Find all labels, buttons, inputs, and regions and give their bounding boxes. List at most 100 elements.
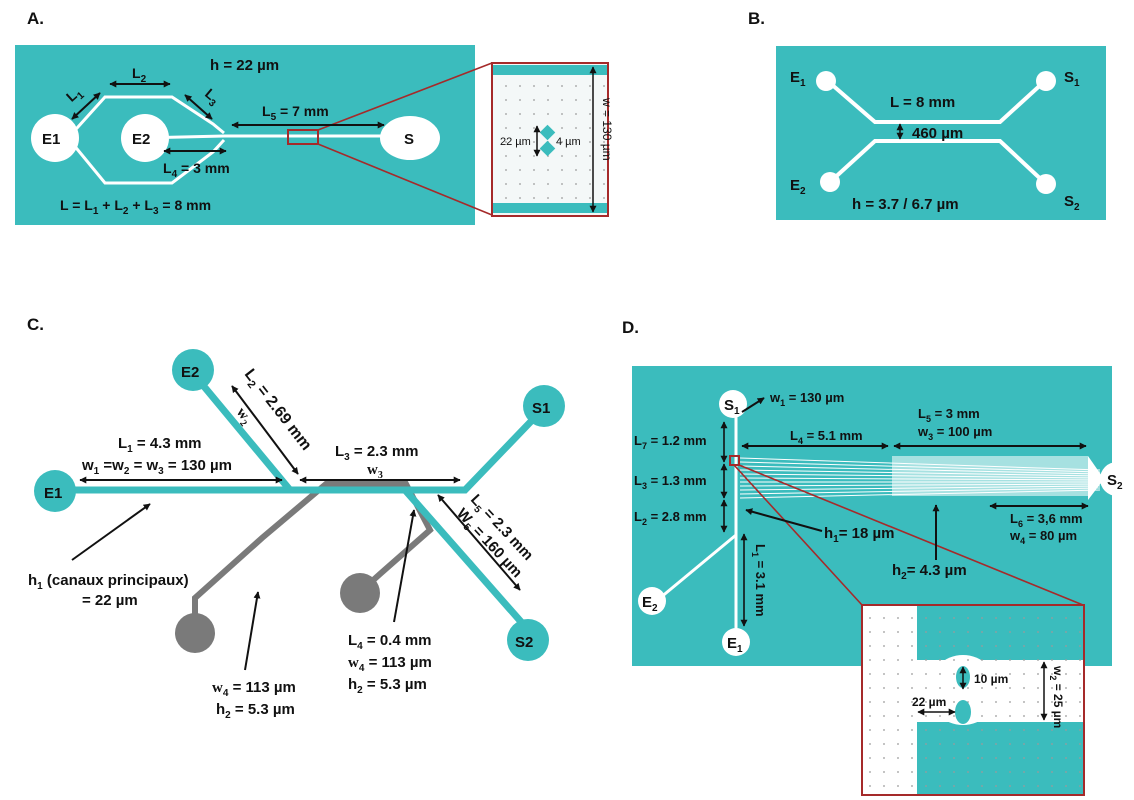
panel-d-w3-label: w3 = 100 µm bbox=[917, 424, 992, 442]
panel-d-reservoir-s1 bbox=[719, 390, 747, 418]
panel-a-zoom-line-bottom bbox=[317, 143, 493, 216]
panel-a-inset-w-label: w = 130 µm bbox=[600, 97, 614, 161]
panel-c-w4-right-label: w4 = 113 µm bbox=[348, 654, 432, 674]
panel-c-l1-label: L1 = 4.3 mm bbox=[118, 435, 202, 455]
panel-d-l5-label: L5 = 3 mm bbox=[918, 406, 980, 424]
panel-c-w123-label: w1 =w2 = w3 = 130 µm bbox=[81, 457, 232, 477]
panel-d-reservoir-s2 bbox=[1100, 462, 1134, 496]
panel-a-inset-bottom-wall bbox=[492, 203, 608, 213]
panel-b-s2-label: S2 bbox=[1064, 193, 1080, 213]
panel-d-inset-10-label: 10 µm bbox=[974, 672, 1008, 686]
panel-d-zoom-line-right bbox=[738, 464, 1084, 606]
panel-a-l5-label: L5 = 7 mm bbox=[262, 103, 329, 123]
panel-a-inset-frame bbox=[491, 62, 609, 217]
panel-d-l2-label: L2 = 2.8 mm bbox=[634, 509, 707, 527]
panel-a-zoom-line-top bbox=[317, 62, 493, 131]
panel-d: D. S1 S2 E2 E1 bbox=[622, 318, 1134, 796]
panel-c-l3-label: L3 = 2.3 mm bbox=[335, 443, 419, 463]
panel-a-e1-label: E1 bbox=[42, 131, 60, 148]
panel-d-h2-label: h2= 4.3 µm bbox=[892, 562, 967, 582]
panel-a-s-label: S bbox=[404, 131, 414, 148]
panel-a-reservoir-e2 bbox=[121, 114, 169, 162]
panel-a-reservoir-s bbox=[380, 116, 440, 160]
panel-c-reservoir-e1 bbox=[34, 470, 76, 512]
panel-d-reservoir-e2 bbox=[638, 587, 666, 615]
panel-b-label: B. bbox=[748, 9, 765, 28]
panel-b-length-label: L = 8 mm bbox=[890, 94, 955, 111]
panel-a-inset-pillar-bottom bbox=[539, 140, 556, 157]
panel-a-inset-dots bbox=[492, 63, 608, 216]
panel-d-inset-frame bbox=[861, 604, 1085, 796]
panel-b-channels bbox=[828, 78, 1048, 186]
panel-c-l4-label: L4 = 0.4 mm bbox=[348, 632, 432, 652]
panel-d-inset-pillar-bottom bbox=[955, 700, 971, 724]
panel-c-arrow-l5 bbox=[437, 494, 521, 591]
panel-a: A. h = 22 µm L1 L2 L3 L5 = 7 mm L4 = 3 m… bbox=[15, 9, 614, 225]
panel-c-reservoir-e2 bbox=[172, 349, 214, 391]
panel-c-s1-label: S1 bbox=[532, 400, 550, 417]
panel-b-height-label: h = 3.7 / 6.7 µm bbox=[852, 196, 959, 213]
panel-a-arrow-l1 bbox=[71, 92, 101, 120]
panel-b-reservoir-s1 bbox=[1036, 71, 1056, 91]
panel-a-inset-top-wall bbox=[492, 65, 608, 75]
panel-b: B. E1 S1 E2 S2 L = 8 mm 460 µm h = 3.7 /… bbox=[748, 9, 1106, 220]
panel-a-reservoir-e1 bbox=[31, 114, 79, 162]
panel-b-s1-label: S1 bbox=[1064, 69, 1080, 89]
panel-d-e1-label: E1 bbox=[727, 635, 743, 655]
panel-c-e2-label: E2 bbox=[181, 364, 199, 381]
panel-d-label: D. bbox=[622, 318, 639, 337]
panel-c-h1-value: = 22 µm bbox=[82, 592, 138, 609]
panel-d-arrow-w1 bbox=[741, 397, 765, 413]
panel-d-inset-22-label: 22 µm bbox=[912, 695, 946, 709]
panel-d-inset-dots bbox=[862, 605, 1084, 795]
panel-c-grey-pad-left bbox=[175, 613, 215, 653]
panel-b-e2-label: E2 bbox=[790, 177, 806, 197]
panel-d-l1-label: L1 = 3.1 mm bbox=[750, 544, 768, 617]
panel-c-h2-right-label: h2 = 5.3 µm bbox=[348, 676, 427, 696]
panel-d-channels bbox=[659, 415, 738, 630]
panel-b-e1-label: E1 bbox=[790, 69, 806, 89]
panel-c-s2-label: S2 bbox=[515, 634, 533, 651]
panel-d-outlet-taper bbox=[1088, 456, 1104, 500]
panel-d-l6-label: L6 = 3,6 mm bbox=[1010, 511, 1083, 529]
panel-d-l4-label: L4 = 5.1 mm bbox=[790, 428, 863, 446]
panel-a-e2-label: E2 bbox=[132, 131, 150, 148]
panel-d-h1-label: h1= 18 µm bbox=[824, 525, 895, 545]
panel-d-arrow-h1 bbox=[745, 508, 823, 532]
panel-a-arrow-l3 bbox=[184, 94, 213, 120]
panel-c-arrow-h1 bbox=[71, 503, 151, 561]
panel-c-arrow-w4-right bbox=[393, 509, 417, 623]
panel-c-label: C. bbox=[27, 315, 44, 334]
panel-a-label: A. bbox=[27, 9, 44, 28]
panel-d-w4-label: w4 = 80 µm bbox=[1009, 528, 1077, 546]
panel-b-reservoir-e1 bbox=[816, 71, 836, 91]
panel-c-shallow-channels bbox=[192, 481, 434, 632]
panel-d-zoom-line-left bbox=[733, 464, 863, 606]
panel-c-w4-left-label: w4 = 113 µm bbox=[212, 679, 296, 699]
panel-a-l2-label: L2 bbox=[132, 65, 147, 85]
panel-c: C. E1 E2 S1 S2 L2 = 2.69 mm w2 L1 = 4.3 bbox=[27, 315, 565, 721]
panel-c-reservoir-s1 bbox=[523, 385, 565, 427]
panel-c-w3-label: w3 bbox=[367, 462, 383, 481]
panel-a-height-label: h = 22 µm bbox=[210, 57, 279, 74]
panel-b-reservoir-e2 bbox=[820, 172, 840, 192]
panel-d-s2-label: S2 bbox=[1107, 472, 1123, 492]
panel-c-grey-pad-right bbox=[340, 573, 380, 613]
panel-b-gap-label: 460 µm bbox=[912, 125, 963, 142]
panel-a-zoom-box bbox=[287, 129, 319, 145]
panel-c-arrow-l2 bbox=[231, 385, 299, 475]
panel-d-e2-label: E2 bbox=[642, 594, 658, 614]
panel-d-l3-label: L3 = 1.3 mm bbox=[634, 473, 707, 491]
panel-c-h1-label: h1 (canaux principaux) bbox=[28, 572, 189, 592]
panel-a-inset-22-label: 22 µm bbox=[500, 136, 531, 148]
panel-d-reservoir-e1 bbox=[722, 628, 750, 656]
panel-d-inset-w2-label: w2 = 25 µm bbox=[1048, 665, 1065, 728]
panel-b-reservoir-s2 bbox=[1036, 174, 1056, 194]
panel-a-length-equation: L = L1 + L2 + L3 = 8 mm bbox=[60, 197, 211, 217]
panel-a-inset-4-label: 4 µm bbox=[556, 136, 581, 148]
panel-c-h2-left-label: h2 = 5.3 µm bbox=[216, 701, 295, 721]
panel-c-reservoir-s2 bbox=[507, 619, 549, 661]
panel-c-arrow-w4-left bbox=[244, 591, 261, 671]
panel-d-shallow-region bbox=[892, 456, 1088, 496]
